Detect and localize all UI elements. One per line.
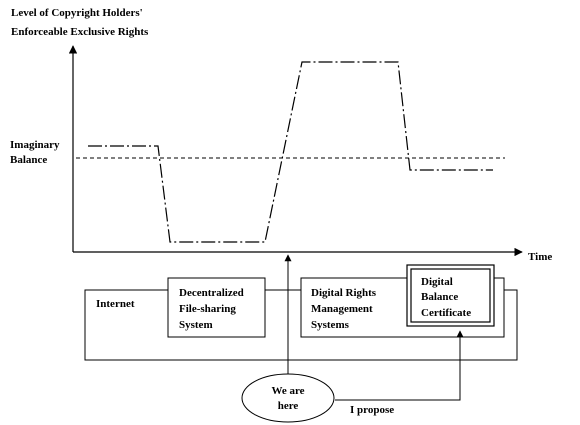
x-axis-label: Time xyxy=(528,251,552,263)
we-are-here-ellipse xyxy=(241,373,335,423)
decentralized-line1: Decentralized xyxy=(179,287,244,299)
y-axis-title-line2: Enforceable Exclusive Rights xyxy=(11,26,149,38)
rights-level-curve xyxy=(88,61,493,243)
we-are-here-line1: We are xyxy=(271,385,304,397)
internet-label: Internet xyxy=(96,298,135,310)
certificate-line3: Certificate xyxy=(421,307,471,319)
i-propose-label: I propose xyxy=(350,404,394,416)
imaginary-balance-label-line1: Imaginary xyxy=(10,139,60,151)
certificate-box-inner xyxy=(410,268,491,323)
y-axis-title-line1: Level of Copyright Holders' xyxy=(11,7,143,19)
decentralized-line3: System xyxy=(179,319,213,331)
decentralized-box xyxy=(167,277,266,338)
imaginary-balance-label-line2: Balance xyxy=(10,154,47,166)
i-propose-arrow xyxy=(335,330,464,401)
we-are-here-line2: here xyxy=(278,400,299,412)
drm-line2: Management xyxy=(311,303,373,315)
certificate-line1: Digital xyxy=(421,276,453,288)
decentralized-line2: File-sharing xyxy=(179,303,236,315)
certificate-line2: Balance xyxy=(421,291,458,303)
drm-line1: Digital Rights xyxy=(311,287,377,299)
drm-line3: Systems xyxy=(311,319,350,331)
certificate-box-outer xyxy=(406,264,495,327)
